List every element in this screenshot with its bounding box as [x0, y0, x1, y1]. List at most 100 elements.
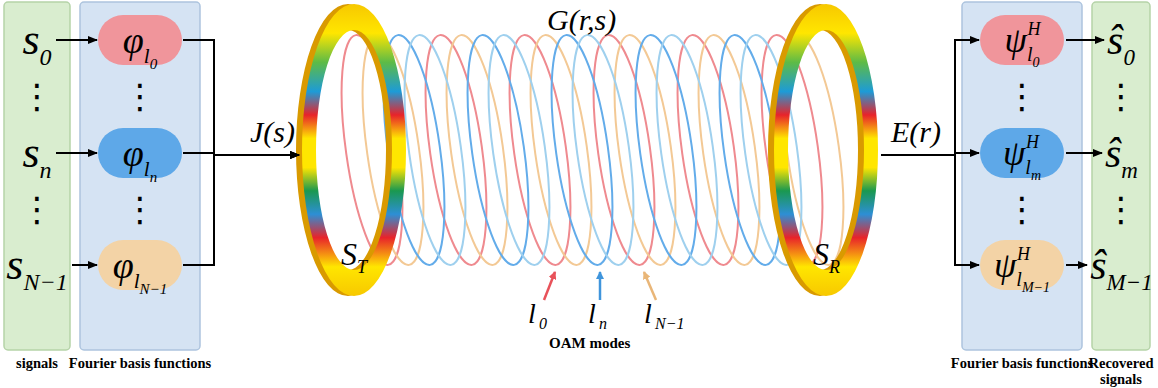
signal-arrow — [183, 40, 299, 155]
group-heading: Recovered signals — [1079, 355, 1158, 387]
symbol-text: ŝ — [1107, 17, 1123, 63]
ellipsis-dots: ⋮ — [1104, 79, 1138, 113]
helix-coil — [645, 32, 729, 269]
symbol-text: φ — [113, 244, 134, 286]
signal-arrow — [1066, 152, 1102, 154]
superscript-text: H — [1017, 245, 1030, 263]
math-expression: SR — [813, 238, 840, 270]
group-panel: Recovered signalsŝ0ŝmŝM−1 — [1092, 2, 1150, 350]
helix-coil — [456, 32, 540, 269]
math-label: l — [588, 300, 596, 328]
symbol-text: ŝ — [1090, 242, 1106, 288]
signal-symbol: sN−1 — [4, 238, 70, 292]
signal-symbol: s0 — [20, 13, 54, 67]
math-label: n — [599, 316, 607, 332]
subscript-text: l — [144, 44, 150, 68]
ellipsis-dots: ⋮ — [20, 192, 54, 226]
math-expression: ŝm — [1105, 132, 1138, 174]
basis-function: ψHl0 — [980, 15, 1064, 65]
superscript-text: H — [1028, 20, 1041, 38]
receive-ring — [774, 4, 878, 296]
signal-arrow — [56, 152, 97, 154]
helix-coil — [414, 32, 498, 269]
subscript-text: 0 — [1032, 55, 1039, 70]
ellipsis-dots: ⋮ — [123, 192, 157, 226]
antenna-ring: ST — [300, 4, 408, 296]
subscript-text: R — [829, 257, 840, 277]
math-expression: ST — [341, 238, 367, 270]
signal-arrow — [183, 155, 299, 265]
signal-symbol: ŝm — [1103, 127, 1140, 179]
subscript-text: n — [40, 157, 52, 183]
symbol-text: φ — [123, 19, 144, 61]
helix-coil — [624, 32, 708, 269]
subscript-text: l — [1016, 268, 1022, 290]
math-expression: sn — [22, 131, 51, 175]
subscript-text: 0 — [1123, 45, 1135, 70]
math-label: E(r) — [891, 117, 941, 147]
caption-label: OAM modes — [549, 336, 630, 351]
subscript-text: M−1 — [1022, 280, 1050, 295]
basis-panel — [962, 2, 1082, 350]
math-expression: ψHl0 — [1005, 22, 1040, 58]
ellipsis-dots: ⋮ — [1104, 192, 1138, 226]
group-panel: signalss0snsN−1 — [4, 2, 70, 350]
math-expression: s0 — [22, 18, 51, 62]
signal-arrow — [1066, 39, 1104, 41]
ellipsis-dots: ⋮ — [123, 79, 157, 113]
antenna-ring: SR — [772, 4, 880, 296]
group-panel: Fourier basis functionsψHl0ψHlmψHlM−1 — [962, 2, 1082, 350]
math-expression: φlN−1 — [113, 246, 168, 284]
signal-symbol: sn — [20, 126, 54, 180]
subscript-text: 0 — [150, 56, 158, 72]
basis-panel — [80, 2, 200, 350]
signal-symbol: ŝ0 — [1105, 14, 1137, 66]
subscript-text: n — [150, 169, 158, 185]
subscript-text: N−1 — [23, 269, 67, 295]
math-label: 0 — [539, 316, 547, 332]
math-expression: φln — [123, 134, 157, 172]
basis-function: φln — [98, 128, 182, 178]
symbol-text: S — [341, 236, 357, 272]
symbol-text: φ — [123, 132, 144, 174]
math-expression: ψHlM−1 — [994, 247, 1050, 283]
helix-coil — [477, 32, 561, 269]
helix-coil — [498, 32, 582, 269]
ellipsis-dots: ⋮ — [1005, 192, 1039, 226]
group-panel: Fourier basis functionsφl0φlnφlN−1 — [80, 2, 200, 350]
helix-coil — [582, 32, 666, 269]
basis-function: φl0 — [98, 15, 182, 65]
signal-arrow — [881, 40, 979, 155]
subscript-text: l — [1025, 156, 1031, 178]
helix-coil — [435, 32, 519, 269]
helix-coil — [666, 32, 750, 269]
subscript-text: 0 — [40, 44, 52, 70]
mode-arrow — [544, 272, 555, 300]
helix-coil — [540, 32, 624, 269]
group-heading: Fourier basis functions — [947, 355, 1097, 371]
subscript-text: M−1 — [1107, 270, 1153, 295]
symbol-text: ŝ — [1105, 130, 1121, 176]
signal-arrow — [56, 39, 97, 41]
signal-arrow — [1066, 264, 1087, 266]
math-expression: ψHlm — [1003, 135, 1041, 171]
helix-coil — [603, 32, 687, 269]
symbol-text: ψ — [994, 245, 1016, 285]
subscript-text: l — [1027, 43, 1033, 65]
superscript-text: H — [1026, 133, 1039, 151]
math-expression: sN−1 — [6, 243, 67, 287]
basis-function: φlN−1 — [98, 240, 182, 290]
symbol-text: ψ — [1005, 20, 1027, 60]
math-label: J(s) — [250, 117, 295, 147]
math-label: l — [644, 300, 652, 328]
math-label: l — [528, 300, 536, 328]
mode-arrow — [599, 272, 602, 300]
symbol-text: ψ — [1003, 133, 1025, 173]
transmit-ring — [302, 4, 406, 296]
helix-coil — [687, 32, 771, 269]
subscript-text: T — [357, 257, 367, 277]
ellipsis-dots: ⋮ — [20, 79, 54, 113]
math-expression: ŝM−1 — [1090, 244, 1153, 286]
math-label: N−1 — [655, 316, 684, 332]
signal-symbol: ŝM−1 — [1088, 239, 1155, 291]
